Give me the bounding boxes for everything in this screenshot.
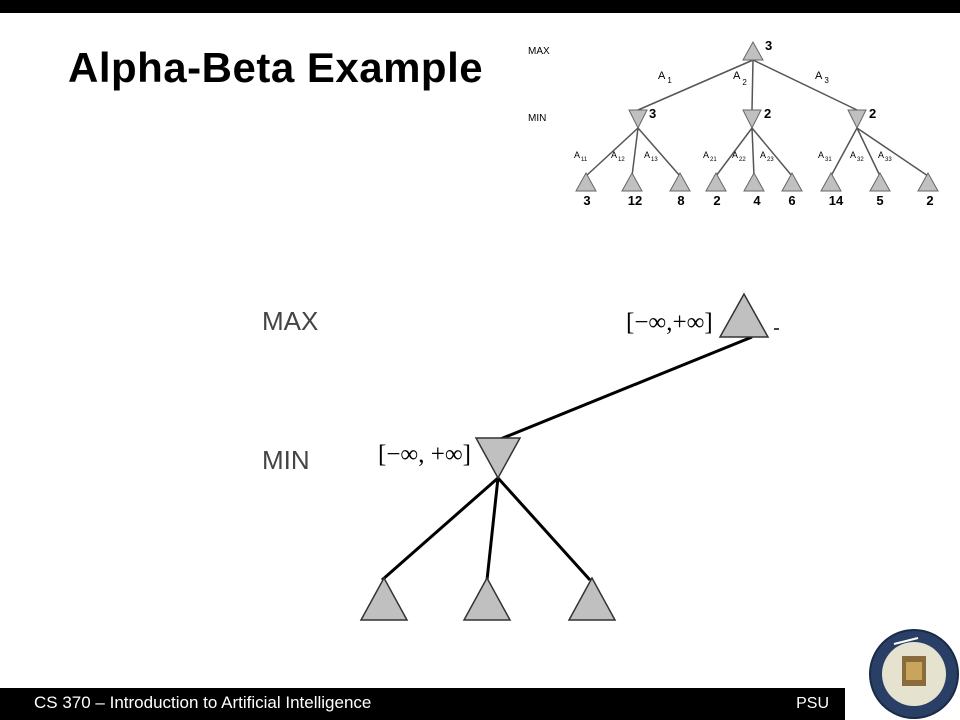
min-interval: [−∞, +∞] [378,441,471,468]
main-min-label: MIN [262,445,310,475]
root-interval: [−∞,+∞] [626,309,713,336]
mini-leaf-branch-label: A12 [611,150,625,163]
mini-leaf-value: 14 [829,193,844,208]
footer-bar: CS 370 – Introduction to Artificial Inte… [0,688,845,720]
mini-leaf-value: 6 [788,193,795,208]
mini-min-value: 2 [764,106,771,121]
main-leaf-node [462,576,512,621]
main-root-node [718,292,770,338]
mini-leaf-value: 5 [876,193,883,208]
mini-min-node [847,109,867,130]
mini-leaf-node [575,171,597,192]
mini-leaf-value: 2 [926,193,933,208]
mini-leaf-node [917,171,939,192]
university-seal-icon [869,629,959,719]
mini-leaf-branch-label: A33 [878,150,892,163]
mini-leaf-branch-label: A11 [574,150,588,163]
org-name: PSU [796,695,829,712]
mini-leaf-branch-label: A32 [850,150,864,163]
slide-title: Alpha-Beta Example [68,44,484,91]
mini-leaf-value: 2 [713,193,720,208]
mini-leaf-node [705,171,727,192]
mini-leaf-node [820,171,842,192]
mini-leaf-branch-label: A13 [644,150,658,163]
main-max-label: MAX [262,306,318,336]
mini-leaf-value: 4 [753,193,761,208]
mini-leaf-node [621,171,643,192]
mini-leaf-branch-label: A22 [732,150,746,163]
mini-branch-label: A2 [733,70,747,87]
mini-root-value: 3 [765,38,772,53]
main-leaf-node [567,576,617,621]
mini-leaf-node [869,171,891,192]
mini-min-node [742,109,762,130]
mini-leaf-branch-label: A23 [760,150,774,163]
main-game-tree: MAX MIN [−∞,+∞] [−∞, +∞] [262,292,779,621]
mini-leaf-value: 3 [583,193,590,208]
mini-leaf-branch-label: A31 [818,150,832,163]
mini-leaf-value: 12 [628,193,642,208]
mini-leaf-node [669,171,691,192]
main-min-node [474,437,522,480]
mini-leaf-node [743,171,765,192]
course-name: CS 370 – Introduction to Artificial Inte… [34,693,372,712]
mini-leaf-branch-label: A21 [703,150,717,163]
mini-min-label: MIN [528,113,546,124]
mini-min-value: 3 [649,106,656,121]
mini-min-node [628,109,648,130]
top-bar [0,0,960,13]
mini-max-label: MAX [528,46,550,57]
mini-leaf-node [781,171,803,192]
mini-root-node [742,40,764,61]
mini-leaf-value: 8 [677,193,684,208]
mini-min-value: 2 [869,106,876,121]
main-leaf-node [359,576,409,621]
